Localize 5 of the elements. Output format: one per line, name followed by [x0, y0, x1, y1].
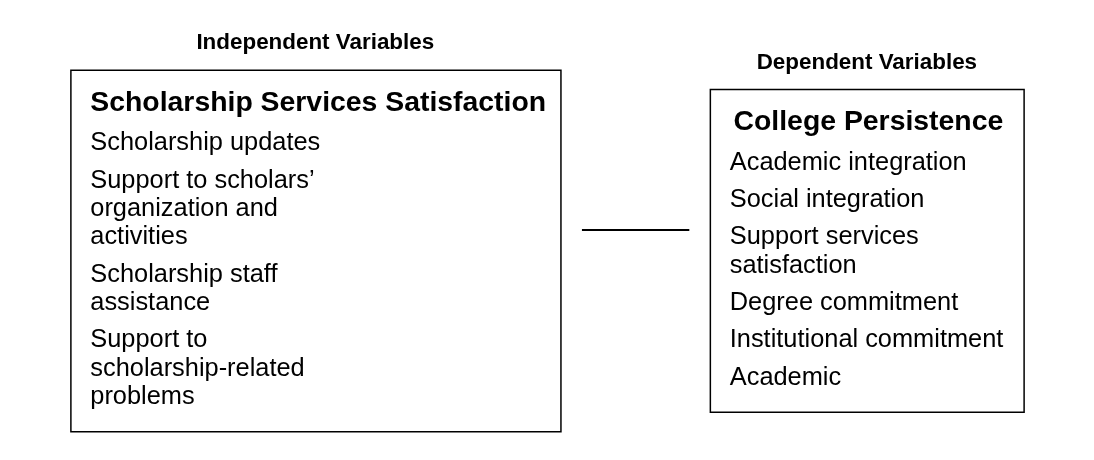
node-box: Scholarship Services Satisfaction Scholarship updates Support to scholars’ organization and activities Scholarship staff assistance Support to scholarship-related problems — [69, 69, 562, 433]
connector — [580, 229, 690, 231]
node-label: Independent Variables — [195, 29, 434, 55]
node-box: College Persistence Academic integration Social integration Support services satisfaction Degree commitment Institutional commitment Academic — [709, 88, 1025, 414]
node-label: Dependent Variables — [756, 48, 977, 74]
